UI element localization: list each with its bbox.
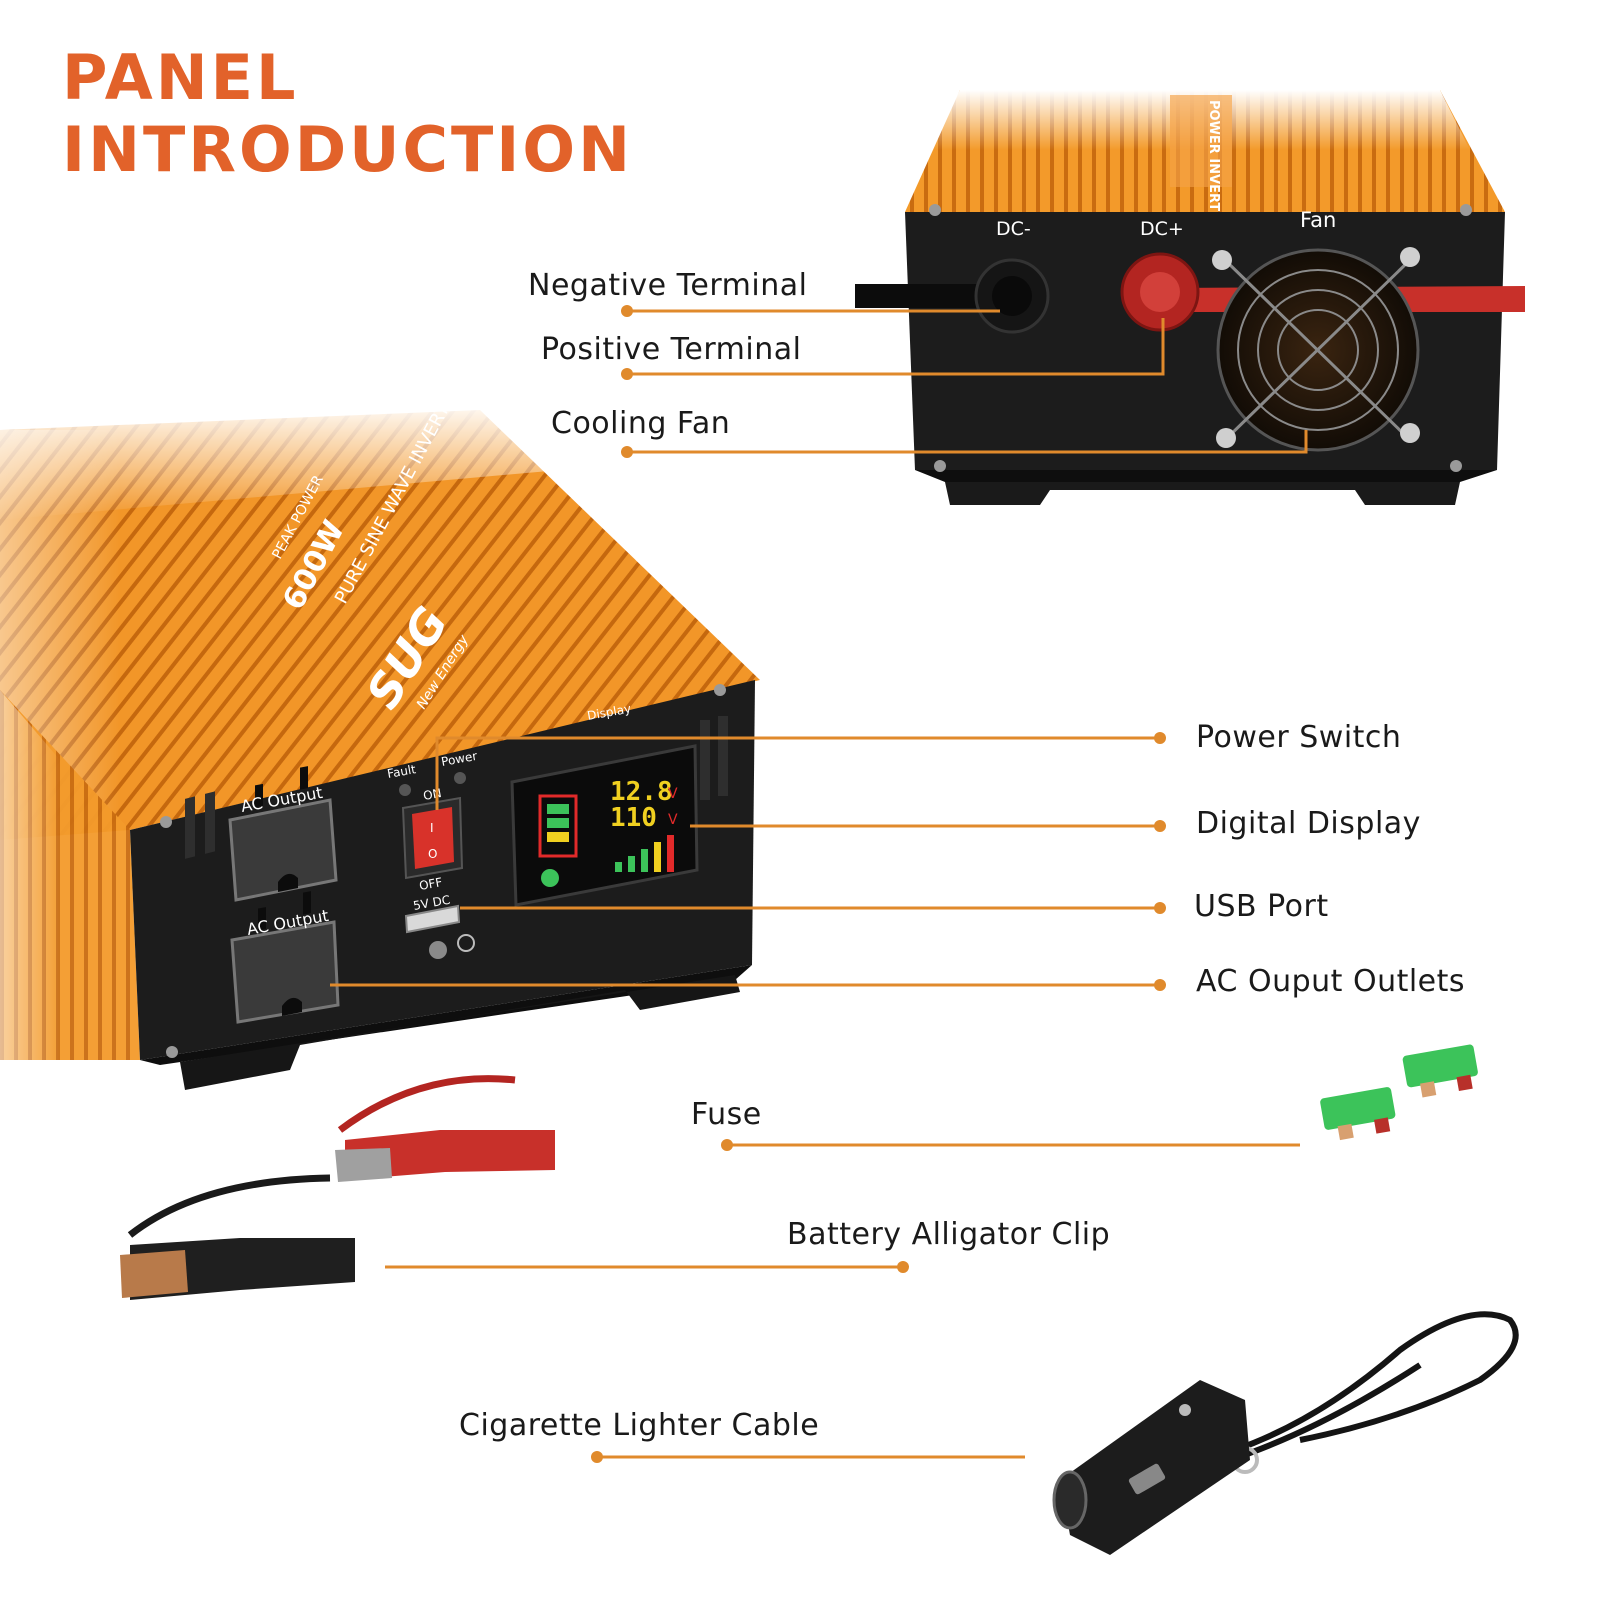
- page-title: PANEL INTRODUCTION: [62, 42, 633, 186]
- leader-ac-outlets: [330, 979, 1166, 991]
- power-led-label: Power: [440, 749, 478, 769]
- ac-outlet-1: [228, 766, 338, 902]
- fuses: [1320, 1044, 1478, 1141]
- switch-on-mark: I: [430, 821, 434, 835]
- front-vents: [185, 716, 728, 859]
- front-screws: [160, 684, 726, 1058]
- title-line-2: INTRODUCTION: [62, 113, 633, 186]
- leader-power-switch: [435, 732, 1166, 810]
- switch-off-mark: O: [428, 847, 437, 861]
- display-unit-1: V: [668, 786, 678, 802]
- black-clip: [120, 1174, 355, 1300]
- leader-usb-port: [460, 902, 1166, 914]
- front-inverter: SUG New Energy 600W PURE SINE WAVE INVER…: [0, 380, 760, 1090]
- callout-power-switch: Power Switch: [1196, 720, 1402, 755]
- power-switch[interactable]: ON I O OFF: [401, 786, 464, 893]
- rear-screws: [929, 204, 1472, 472]
- display-output-voltage: 110: [610, 803, 657, 833]
- cigarette-lighter-cable: [1052, 1311, 1519, 1555]
- leader-cigarette-cable: [591, 1451, 1025, 1463]
- usb-port[interactable]: 5V DC: [404, 893, 475, 959]
- leader-lines: [330, 305, 1308, 1463]
- fuse-2: [1320, 1087, 1396, 1141]
- fault-led: [399, 784, 411, 796]
- rear-brand-text: POWER INVERTER: [1206, 100, 1221, 230]
- dc-minus-label: DC-: [996, 218, 1031, 240]
- callout-cooling-fan: Cooling Fan: [551, 406, 731, 441]
- display-input-voltage: 12.8: [610, 777, 673, 807]
- callout-positive-terminal: Positive Terminal: [541, 332, 802, 367]
- callout-negative-terminal: Negative Terminal: [528, 268, 808, 303]
- callout-alligator-clip: Battery Alligator Clip: [787, 1217, 1111, 1252]
- callout-usb-port: USB Port: [1194, 889, 1329, 924]
- switch-off-label: OFF: [418, 875, 443, 893]
- display-unit-2: V: [668, 812, 678, 828]
- leader-cooling-fan: [621, 430, 1308, 458]
- digital-display: 12.8 V 110 V: [510, 744, 699, 907]
- alligator-clips: [120, 1075, 555, 1300]
- leader-positive-terminal: [621, 318, 1165, 380]
- dc-plus-label: DC+: [1140, 218, 1184, 240]
- callout-digital-display: Digital Display: [1196, 806, 1421, 841]
- leader-negative-terminal: [621, 305, 1000, 317]
- negative-terminal: [855, 258, 1050, 334]
- callout-ac-outlets: AC Ouput Outlets: [1196, 964, 1466, 999]
- fuse-1: [1402, 1044, 1478, 1098]
- ac-outlet-2: [230, 891, 340, 1024]
- leader-alligator-clip: [385, 1261, 909, 1273]
- title-line-1: PANEL: [62, 41, 299, 114]
- cooling-fan: [1212, 247, 1420, 452]
- rear-top-label: POWER INVERTER: [1170, 95, 1232, 230]
- rear-inverter: POWER INVERTER DC- DC+ Fan: [855, 90, 1525, 505]
- callout-fuse: Fuse: [691, 1097, 762, 1132]
- leader-digital-display: [690, 820, 1166, 832]
- leader-fuse: [721, 1139, 1300, 1151]
- fault-label: Fault: [386, 762, 417, 781]
- usb-label: 5V DC: [412, 893, 451, 913]
- fan-label: Fan: [1300, 208, 1336, 232]
- red-clip: [335, 1075, 555, 1182]
- callout-cigarette-cable: Cigarette Lighter Cable: [459, 1408, 820, 1443]
- power-led: [454, 772, 466, 784]
